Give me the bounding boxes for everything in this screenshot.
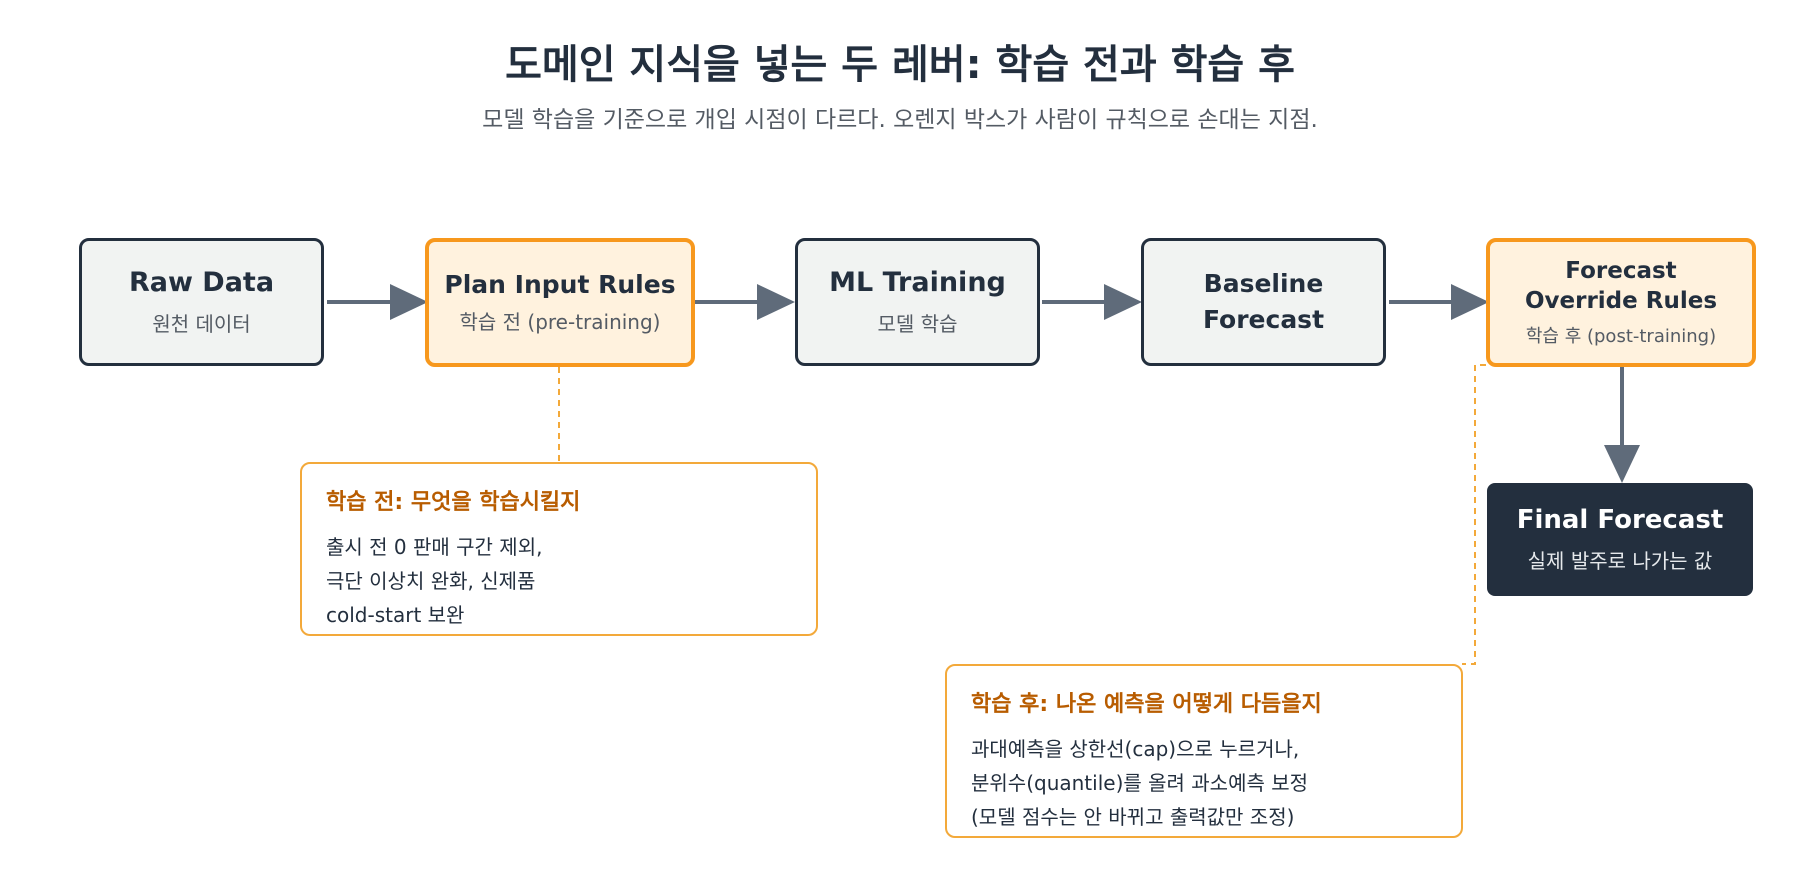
node-plan-input-rules-title: Plan Input Rules (444, 270, 676, 299)
callout-pre-training-title: 학습 전: 무엇을 학습시킬지 (326, 490, 581, 515)
arrow-plan-to-ml (695, 284, 795, 320)
arrow-ml-to-baseline (1042, 284, 1142, 320)
node-final-forecast-subtitle: 실제 발주로 나가는 값 (1527, 548, 1713, 573)
callout-post-training-line: 과대예측을 상한선(cap)으로 누르거나, (971, 737, 1300, 761)
callout-post-training-line: (모델 점수는 안 바뀌고 출력값만 조정) (971, 805, 1295, 829)
arrow-raw-to-plan (327, 284, 428, 320)
node-baseline-forecast: Baseline Forecast (1141, 238, 1386, 366)
node-raw-data-title: Raw Data (128, 267, 275, 299)
node-forecast-override-rules-subtitle: 학습 후 (post-training) (1525, 326, 1717, 348)
page-subtitle: 모델 학습을 기준으로 개입 시점이 다르다. 오렌지 박스가 사람이 규칙으로… (482, 107, 1318, 133)
callout-pre-training: 학습 전: 무엇을 학습시킬지 출시 전 0 판매 구간 제외, 극단 이상치 … (300, 462, 818, 636)
node-plan-input-rules: Plan Input Rules 학습 전 (pre-training) (425, 238, 695, 367)
node-ml-training-subtitle: 모델 학습 (877, 311, 958, 336)
callout-post-training-title: 학습 후: 나온 예측을 어떻게 다듬을지 (971, 692, 1322, 717)
callout-pre-training-line: 극단 이상치 완화, 신제품 (326, 569, 536, 593)
node-raw-data: Raw Data 원천 데이터 (79, 238, 324, 366)
callout-post-training: 학습 후: 나온 예측을 어떻게 다듬을지 과대예측을 상한선(cap)으로 누… (945, 664, 1463, 838)
node-baseline-forecast-title: Baseline Forecast (1202, 268, 1325, 334)
node-ml-training: ML Training 모델 학습 (795, 238, 1040, 366)
node-final-forecast: Final Forecast 실제 발주로 나가는 값 (1487, 483, 1753, 596)
page-title: 도메인 지식을 넣는 두 레버: 학습 전과 학습 후 (505, 42, 1295, 88)
arrow-baseline-to-override (1389, 284, 1489, 320)
callout-pre-training-line: 출시 전 0 판매 구간 제외, (326, 535, 543, 559)
node-forecast-override-rules-title: Forecast Override Rules (1524, 257, 1718, 314)
arrow-override-to-final (1604, 367, 1640, 483)
node-raw-data-subtitle: 원천 데이터 (152, 311, 251, 336)
callout-post-training-line: 분위수(quantile)를 올려 과소예측 보정 (971, 771, 1309, 795)
callout-pre-training-body: 출시 전 0 판매 구간 제외, 극단 이상치 완화, 신제품 cold-sta… (326, 530, 792, 632)
leader-post-training (1462, 364, 1486, 665)
node-forecast-override-rules: Forecast Override Rules 학습 후 (post-train… (1486, 238, 1756, 367)
node-final-forecast-title: Final Forecast (1516, 505, 1724, 536)
callout-post-training-body: 과대예측을 상한선(cap)으로 누르거나, 분위수(quantile)를 올려… (971, 732, 1437, 834)
node-plan-input-rules-subtitle: 학습 전 (pre-training) (459, 310, 661, 334)
node-ml-training-title: ML Training (829, 267, 1006, 299)
callout-pre-training-line: cold-start 보완 (326, 603, 465, 627)
